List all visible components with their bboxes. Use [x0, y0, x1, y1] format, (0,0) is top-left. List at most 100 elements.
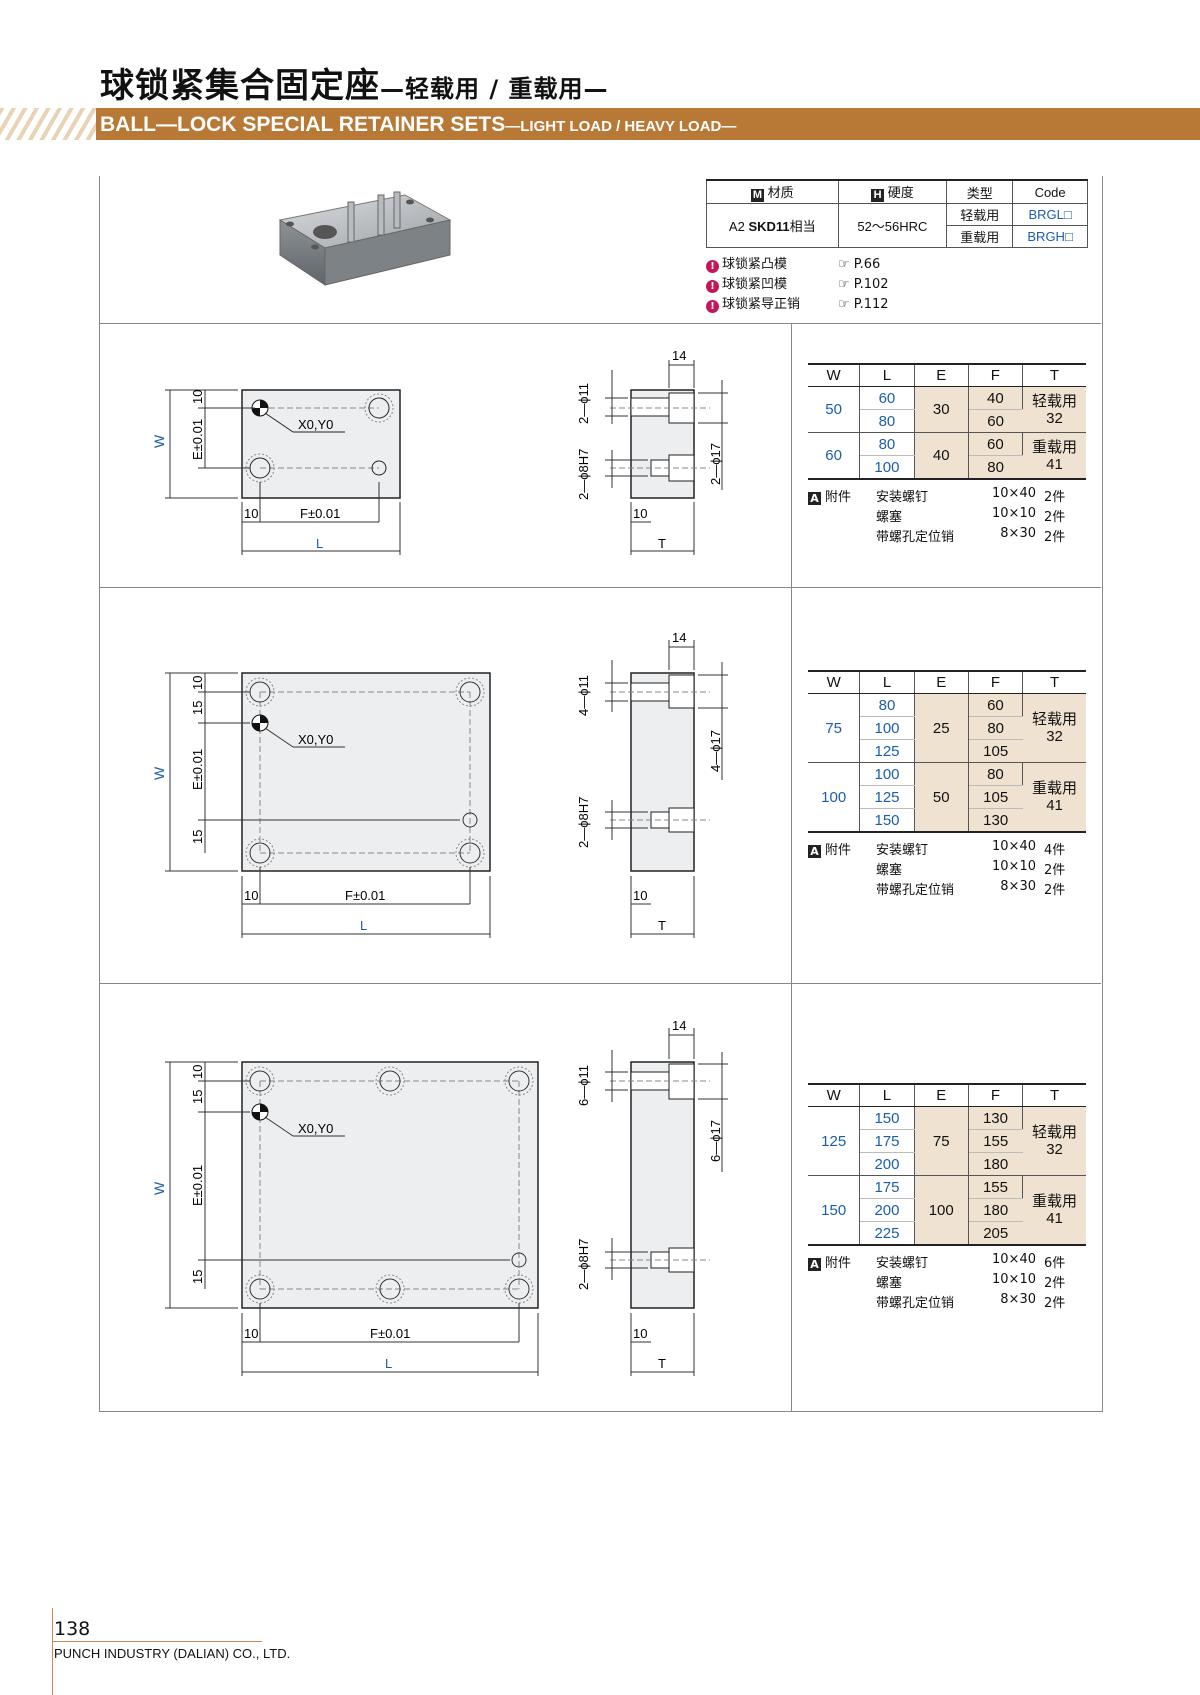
drawing-set-2: X0,Y0 W E±0.01 10 15 15 10 F±0.01 L 14 4…	[151, 630, 728, 938]
dim-W: W	[151, 1181, 167, 1195]
cell-f: 155	[968, 1175, 1024, 1199]
reference-page-link[interactable]: ☞ P.66	[838, 255, 958, 275]
spec-table: M 材质 H 硬度 类型 Code A2 SKD11相当 52～56HRC 轻载…	[706, 179, 1088, 248]
cell-l: 150	[859, 1106, 915, 1130]
accessory-size: 10×40	[992, 839, 1036, 854]
accessory-name: 安装螺钉	[876, 1256, 929, 1271]
origin-label: X0,Y0	[298, 732, 333, 747]
accessory-qty: 2件	[1044, 490, 1066, 505]
dim-L: L	[360, 918, 367, 933]
cell-l: 150	[859, 808, 915, 833]
side-dimension-lines-1	[605, 360, 728, 555]
spec-header-hardness: H 硬度	[837, 179, 948, 204]
table-header-f: F	[968, 1084, 1024, 1107]
divider-vertical	[791, 323, 792, 1411]
reference-page: P.102	[853, 277, 889, 292]
accessory-name: 带螺孔定位销	[876, 1296, 955, 1311]
material-prefix: A2	[728, 219, 745, 234]
drawing-set-3: X0,Y0 W E±0.01 10 15 15 10 F±0.01 L 14 6…	[151, 1018, 728, 1376]
cell-l: 80	[859, 409, 915, 433]
cell-t-value: 32	[1046, 728, 1063, 745]
cell-l: 200	[859, 1152, 915, 1176]
material-suffix: 相当	[789, 219, 816, 234]
divider-1	[99, 323, 1101, 324]
dim-15-top: 15	[190, 701, 205, 715]
cell-f: 205	[968, 1221, 1023, 1246]
accessory-title: 附件	[825, 1256, 852, 1271]
page-title-en: BALL—LOCK SPECIAL RETAINER SETS—LIGHT LO…	[100, 113, 736, 137]
title-cn-sub: —轻载用 / 重载用—	[380, 75, 609, 103]
title-en-main: BALL—LOCK SPECIAL RETAINER SETS	[100, 113, 506, 136]
cell-l: 125	[859, 739, 915, 763]
accessory-name: 螺塞	[876, 863, 903, 878]
dim-15-bottom: 15	[190, 1270, 205, 1284]
reference-item[interactable]: !球锁紧导正销	[706, 295, 906, 315]
accessory-qty: 4件	[1044, 843, 1066, 858]
accessory-badge: A	[808, 845, 821, 858]
accessory-name: 带螺孔定位销	[876, 530, 955, 545]
cell-l: 125	[859, 785, 915, 809]
accessory-name: 带螺孔定位销	[876, 883, 955, 898]
top-view-3	[241, 1061, 539, 1309]
accessory-size: 10×10	[992, 859, 1036, 874]
side-dimension-lines-3	[605, 1028, 728, 1376]
cell-e: 30	[914, 386, 969, 433]
spec-material: A2 SKD11相当	[706, 203, 839, 248]
cell-t-value: 32	[1046, 409, 1063, 427]
cell-e: 50	[914, 762, 969, 833]
dim-15-bottom: 15	[190, 830, 205, 844]
dim-14: 14	[672, 348, 686, 363]
cell-f: 180	[968, 1198, 1023, 1222]
spec-header-type: 类型	[946, 179, 1014, 204]
cell-w: 60	[808, 432, 861, 480]
reference-page-link[interactable]: ☞ P.112	[838, 295, 958, 315]
footer-rule-vertical	[52, 1608, 53, 1695]
content-frame	[99, 176, 1103, 1412]
accessory-name: 安装螺钉	[876, 843, 929, 858]
reference-page: P.112	[853, 297, 889, 312]
reference-page-link[interactable]: ☞ P.102	[838, 275, 958, 295]
cell-l: 200	[859, 1198, 915, 1222]
accessory-size: 10×10	[992, 1272, 1036, 1287]
dim-10-x: 10	[244, 888, 258, 903]
spec-type-heavy: 重载用	[946, 225, 1014, 248]
cell-e: 25	[914, 693, 969, 763]
page-number: 138	[54, 1618, 91, 1640]
reference-item[interactable]: !球锁紧凸模	[706, 255, 906, 275]
dim-10: 10	[190, 676, 205, 690]
reference-list: !球锁紧凸模 !球锁紧凹模 !球锁紧导正销	[706, 255, 906, 315]
table-header-l: L	[859, 364, 915, 387]
cell-f: 80	[968, 762, 1024, 786]
table-header-l: L	[859, 1084, 915, 1107]
dim-10-x: 10	[244, 506, 258, 521]
info-dot-icon: !	[706, 280, 719, 293]
material-grade: SKD11	[748, 219, 790, 234]
dim-F: F±0.01	[345, 888, 385, 903]
accessory-size: 8×30	[1000, 879, 1036, 894]
spec-header-code: Code	[1012, 179, 1088, 204]
side-view-2	[610, 672, 710, 872]
spec-header-material: M 材质	[706, 179, 839, 204]
side-dimension-lines-2	[605, 640, 728, 938]
dimension-lines-1	[165, 389, 401, 555]
accessory-name: 螺塞	[876, 510, 903, 525]
accessory-qty: 6件	[1044, 1256, 1066, 1271]
dim-10-side: 10	[633, 1326, 647, 1341]
cell-l: 80	[859, 432, 915, 456]
origin-label: X0,Y0	[298, 417, 333, 432]
reference-item[interactable]: !球锁紧凹模	[706, 275, 906, 295]
cell-t-type: 重载用	[1032, 1193, 1078, 1210]
